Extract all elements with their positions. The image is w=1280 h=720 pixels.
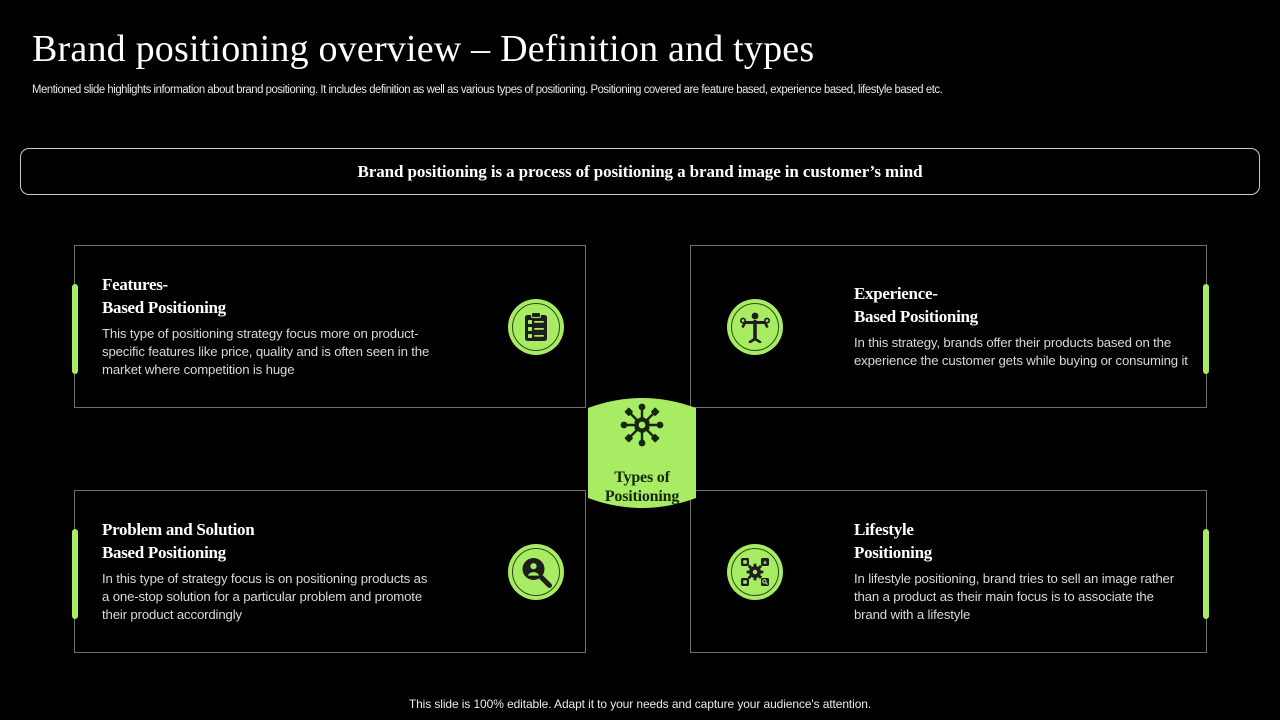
card-heading: Problem and Solution Based Positioning: [102, 520, 255, 562]
magnifier-person-icon: [508, 543, 564, 600]
page-title: Brand positioning overview – Definition …: [32, 28, 815, 70]
card-heading: Lifestyle Positioning: [854, 520, 932, 562]
accent-bar: [1203, 529, 1209, 619]
card-heading: Features- Based Positioning: [102, 275, 226, 317]
card-description: In this type of strategy focus is on pos…: [102, 571, 428, 622]
card-problem-and-solution-based-positioning[interactable]: Problem and Solution Based Positioning I…: [72, 490, 586, 653]
definition-banner: Brand positioning is a process of positi…: [20, 148, 1260, 195]
card-features-based-positioning[interactable]: Features- Based Positioning This type of…: [72, 245, 586, 408]
accent-bar: [72, 529, 78, 619]
card-experience-based-positioning[interactable]: Experience- Based Positioning In this st…: [690, 245, 1209, 408]
page-subtitle: Mentioned slide highlights information a…: [32, 84, 943, 96]
accent-bar: [72, 284, 78, 374]
card-description: In lifestyle positioning, brand tries to…: [854, 571, 1174, 622]
clipboard-checklist-icon: [508, 298, 564, 355]
footer-note: This slide is 100% editable. Adapt it to…: [408, 697, 872, 711]
gear-settings-grid-icon: [727, 543, 783, 600]
card-lifestyle-positioning[interactable]: Lifestyle Positioning In lifestyle posit…: [690, 490, 1209, 653]
accent-bar: [1203, 284, 1209, 374]
card-heading: Experience- Based Positioning: [854, 284, 978, 326]
center-label-text: Types of Positioning: [604, 468, 680, 505]
card-description: In this strategy, brands offer their pro…: [854, 335, 1188, 368]
network-hub-icon: [614, 401, 670, 454]
center-node: Types of Positioning: [523, 330, 761, 576]
definition-banner-text: Brand positioning is a process of positi…: [357, 161, 923, 181]
card-description: This type of positioning strategy focus …: [102, 326, 430, 377]
person-experience-icon: [727, 298, 783, 355]
